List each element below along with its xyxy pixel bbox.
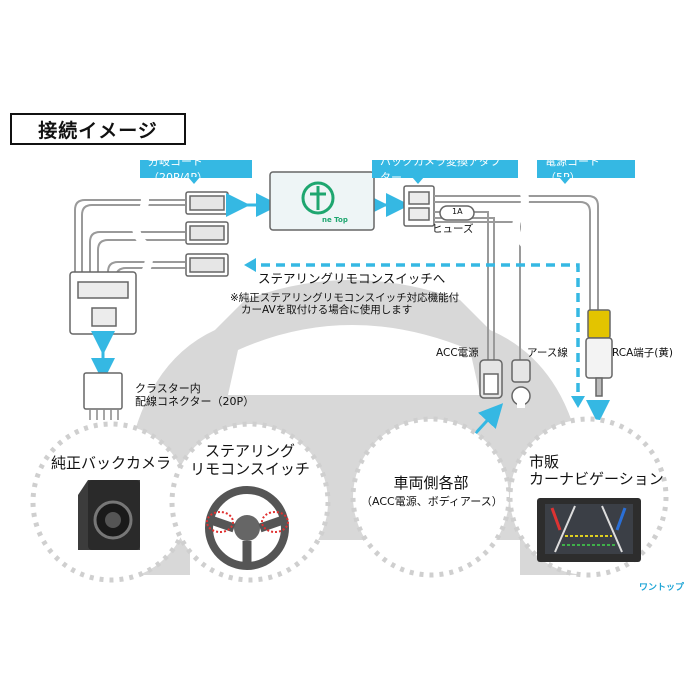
steering-note-line1: ※純正ステアリングリモコンスイッチ対応機能付 [230,292,460,304]
camera-circle-label: 純正バックカメラ [50,454,171,472]
cluster-connector [83,372,123,420]
acc-wire-label: ACC電源 [436,347,479,359]
steering-arrow-label: ステアリングリモコンスイッチへ [258,271,446,286]
harness-wires-left [74,199,185,290]
steering-wheel-icon [205,486,289,570]
rca-plug [585,309,613,397]
navi-circle-label-line2: カーナビゲーション [529,470,664,488]
earth-wire-label: アース線 [527,347,568,359]
brand-logo: ワントップ [638,583,684,593]
steering-note-line2: カーAVを取付ける場合に使用します [241,304,413,316]
navi-circle-label-line1: 市販 [529,453,560,471]
adapter-tag: バックカメラ変換アダプター [372,155,518,184]
fuse-holder [439,205,475,221]
fuse-rating: 1A [452,207,463,216]
page-title: 接続イメージ [10,113,186,145]
connector-20p [185,191,229,277]
cluster-label-line2: 配線コネクター（20P） [135,395,255,408]
circle-vehicle [350,416,512,578]
vehicle-circle-title: 車両側各部 [393,474,469,492]
steering-circle-label-line1: ステアリング [204,442,295,460]
camera-icon [78,480,140,550]
adapter-connector [403,185,435,227]
rca-label: RCA端子(黄) [612,347,673,359]
steering-circle-label-line2: リモコンスイッチ [190,460,310,478]
cluster-label-line1: クラスター内 [135,382,201,395]
branch-cord-tag: 分岐コード（20P/4P） [140,155,252,184]
adapter-logo-text: ne Top [322,216,348,224]
navi-icon [537,498,641,562]
terminals [479,359,531,408]
vehicle-circle-sub: （ACC電源、ボディアース） [361,495,503,508]
main-connector [69,271,137,335]
power-cord-tag: 電源コード（5P） [537,155,635,184]
adapter-box [269,171,375,231]
fuse-label: ヒューズ [432,223,474,235]
